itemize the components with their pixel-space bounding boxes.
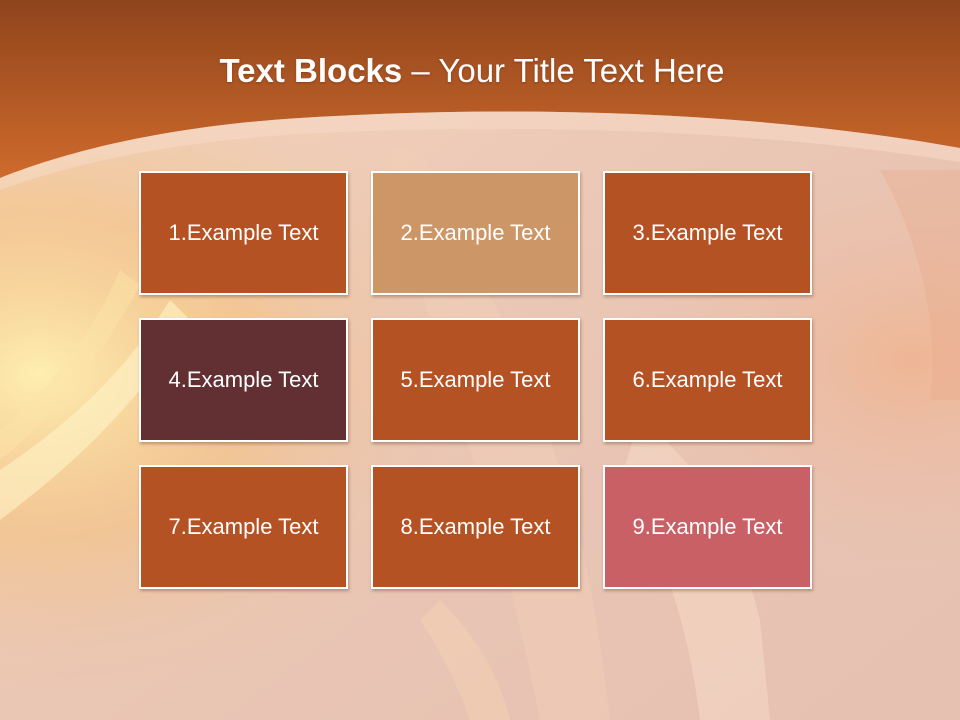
text-block-4-label: 4.Example Text <box>168 367 319 392</box>
title-regular-text: Your Title Text Here <box>438 52 725 89</box>
text-block-5-label: 5.Example Text <box>400 367 551 392</box>
title-dash: – <box>402 52 439 89</box>
text-block-1[interactable]: 1.Example Text <box>139 171 348 295</box>
text-block-9-label: 9.Example Text <box>632 514 783 539</box>
text-block-2-label: 2.Example Text <box>400 220 551 245</box>
text-block-7[interactable]: 7.Example Text <box>139 465 348 589</box>
text-block-8[interactable]: 8.Example Text <box>371 465 580 589</box>
text-block-2[interactable]: 2.Example Text <box>371 171 580 295</box>
text-block-7-label: 7.Example Text <box>168 514 319 539</box>
title-bold-text: Text Blocks <box>219 52 403 89</box>
text-block-4[interactable]: 4.Example Text <box>139 318 348 442</box>
text-block-5[interactable]: 5.Example Text <box>371 318 580 442</box>
text-block-6[interactable]: 6.Example Text <box>603 318 812 442</box>
text-block-3-label: 3.Example Text <box>632 220 783 245</box>
text-block-9[interactable]: 9.Example Text <box>603 465 812 589</box>
text-block-3[interactable]: 3.Example Text <box>603 171 812 295</box>
text-block-8-label: 8.Example Text <box>400 514 551 539</box>
text-block-1-label: 1.Example Text <box>168 220 319 245</box>
text-block-6-label: 6.Example Text <box>632 367 783 392</box>
slide-title: Text Blocks – Your Title Text Here <box>0 52 944 90</box>
